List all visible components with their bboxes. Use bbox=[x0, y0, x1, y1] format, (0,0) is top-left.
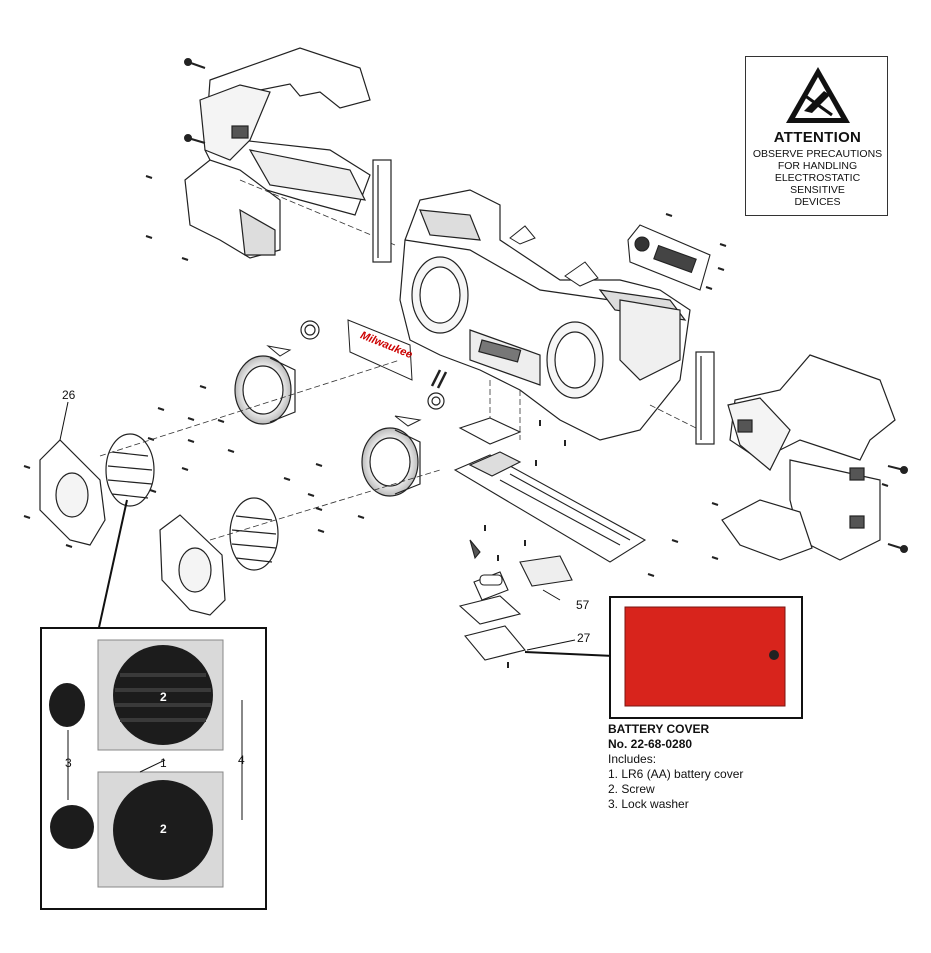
attention-line: FOR HANDLING bbox=[777, 160, 858, 172]
top-left-end-cap bbox=[184, 47, 371, 259]
screws-center bbox=[484, 420, 719, 668]
speaker-cover-inset bbox=[40, 627, 267, 910]
esd-warning-label: ATTENTION OBSERVE PRECAUTIONS FOR HANDLI… bbox=[745, 56, 888, 216]
screws-right bbox=[711, 465, 908, 553]
speaker-driver-upper bbox=[234, 355, 296, 425]
attention-line: SENSITIVE bbox=[790, 184, 845, 196]
right-handle-bar bbox=[695, 351, 715, 445]
screws-middle-left bbox=[23, 385, 365, 548]
left-speaker-frame bbox=[39, 439, 226, 616]
inset-pointers bbox=[97, 499, 615, 657]
small-brackets bbox=[509, 225, 599, 287]
inset-label-4: 4 bbox=[238, 753, 245, 767]
passive-radiator-pads bbox=[266, 345, 422, 427]
left-handle-bar bbox=[372, 159, 392, 263]
screws-control-panel bbox=[665, 213, 727, 290]
knobs bbox=[300, 320, 445, 410]
battery-tray bbox=[453, 417, 647, 563]
logo-plate: Milwaukee bbox=[347, 319, 414, 381]
battery-cover-number: No. 22-68-0280 bbox=[608, 737, 693, 751]
esd-warning-icon bbox=[786, 67, 850, 123]
attention-line: DEVICES bbox=[794, 196, 841, 208]
pins bbox=[430, 369, 448, 389]
callout-27: 27 bbox=[577, 631, 591, 645]
main-housing bbox=[399, 189, 691, 441]
battery-cover-info: BATTERY COVER No. 22-68-0280 Includes: 1… bbox=[608, 722, 743, 812]
includes-item: 3. Lock washer bbox=[608, 797, 689, 811]
includes-item: 2. Screw bbox=[608, 782, 655, 796]
screws-top-left bbox=[145, 58, 206, 261]
inset-label-2-upper: 2 bbox=[160, 690, 167, 704]
callout-26: 26 bbox=[62, 388, 76, 402]
leader-lines bbox=[59, 401, 576, 651]
inset-label-1: 1 bbox=[160, 756, 167, 770]
includes-label: Includes: bbox=[608, 752, 657, 766]
control-panel bbox=[627, 224, 711, 291]
speaker-driver-lower bbox=[361, 427, 421, 497]
battery-cover-inset bbox=[609, 596, 803, 719]
battery-cover-title: BATTERY COVER bbox=[608, 722, 710, 736]
right-end-cap bbox=[721, 354, 896, 561]
inset-label-2-lower: 2 bbox=[160, 822, 167, 836]
includes-item: 1. LR6 (AA) battery cover bbox=[608, 767, 744, 781]
attention-line: ELECTROSTATIC bbox=[774, 172, 861, 184]
inset-label-3: 3 bbox=[65, 756, 72, 770]
attention-title: ATTENTION bbox=[773, 129, 862, 146]
attention-line: OBSERVE PRECAUTIONS bbox=[752, 148, 883, 160]
battery-parts bbox=[458, 539, 573, 661]
callout-57: 57 bbox=[576, 598, 590, 612]
